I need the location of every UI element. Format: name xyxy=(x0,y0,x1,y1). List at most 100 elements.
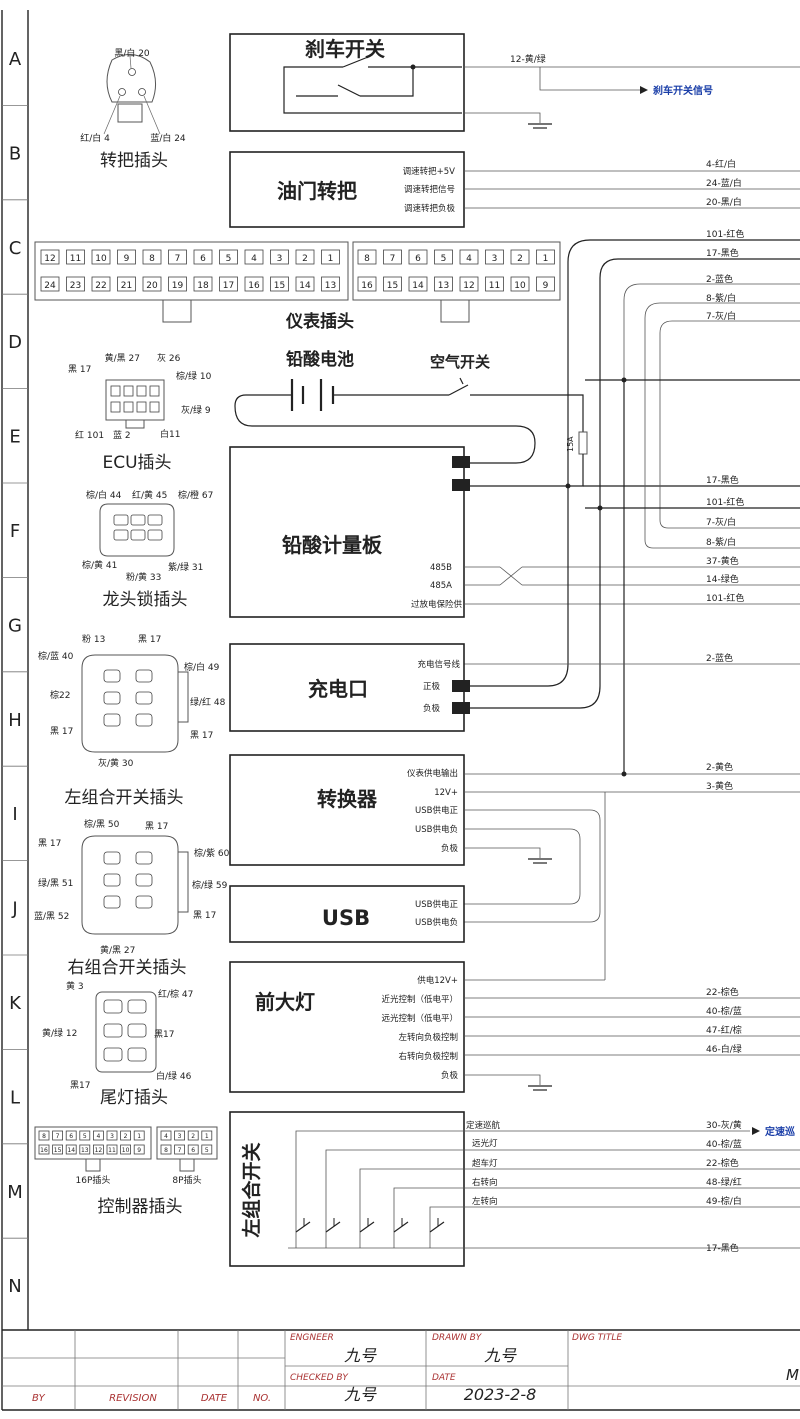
right-combo-plug: 棕/黑 50 黑 17 黑 17 棕/紫 60 绿/黑 51 棕/绿 59 蓝/… xyxy=(34,818,230,978)
ctrl-pin: 4 xyxy=(164,1133,168,1140)
plug-pin: 13 xyxy=(325,281,336,291)
meter-board-title: 铅酸计量板 xyxy=(282,533,383,557)
svg-text:棕/白 49: 棕/白 49 xyxy=(184,661,220,673)
svg-text:红/棕 47: 红/棕 47 xyxy=(158,988,193,1000)
svg-text:8P插头: 8P插头 xyxy=(172,1174,201,1186)
svg-text:红/白 4: 红/白 4 xyxy=(80,132,110,144)
svg-text:22-棕色: 22-棕色 xyxy=(706,1157,739,1169)
svg-text:24-蓝/白: 24-蓝/白 xyxy=(706,177,742,189)
svg-text:CHECKED BY: CHECKED BY xyxy=(290,1373,349,1383)
right-combo-plug-title: 右组合开关插头 xyxy=(68,958,187,978)
svg-text:黄/绿 12: 黄/绿 12 xyxy=(42,1027,77,1039)
headlight-title: 前大灯 xyxy=(255,990,315,1014)
svg-text:灰 26: 灰 26 xyxy=(157,352,181,364)
svg-text:粉 13: 粉 13 xyxy=(82,633,105,645)
svg-text:左转向: 左转向 xyxy=(472,1196,498,1207)
svg-text:17-黑色: 17-黑色 xyxy=(706,474,739,486)
svg-text:左转向负极控制: 左转向负极控制 xyxy=(398,1032,458,1043)
svg-text:棕/紫 60: 棕/紫 60 xyxy=(194,847,230,859)
svg-text:30-灰/黄: 30-灰/黄 xyxy=(706,1119,742,1131)
plug-pin: 8 xyxy=(149,254,155,264)
plug-pin: 21 xyxy=(121,281,132,291)
charge-port-box: 充电口 充电信号线 正极 负极 xyxy=(229,643,470,732)
plug-pin: 16 xyxy=(248,281,260,291)
svg-text:黑 17: 黑 17 xyxy=(193,910,216,921)
svg-text:黄/黑 27: 黄/黑 27 xyxy=(100,944,135,956)
row-label: B xyxy=(9,143,21,164)
svg-text:右转向负极控制: 右转向负极控制 xyxy=(398,1051,458,1062)
meter-board-box: 铅酸计量板 485B 485A 过放电保险供 xyxy=(229,446,800,618)
svg-text:20-黑/白: 20-黑/白 xyxy=(706,196,742,208)
svg-text:ENGNEER: ENGNEER xyxy=(290,1333,334,1343)
svg-text:仪表供电输出: 仪表供电输出 xyxy=(407,768,458,779)
ctrl-pin: 5 xyxy=(83,1133,87,1140)
plug-pin: 18 xyxy=(197,281,209,291)
ecu-plug-title: ECU插头 xyxy=(102,453,171,473)
svg-text:绿/黑 51: 绿/黑 51 xyxy=(38,877,73,889)
svg-text:DATE: DATE xyxy=(432,1373,456,1383)
svg-text:黑 17: 黑 17 xyxy=(38,838,61,849)
svg-text:8-紫/白: 8-紫/白 xyxy=(706,292,736,304)
svg-text:REVISION: REVISION xyxy=(109,1393,157,1404)
svg-text:负极: 负极 xyxy=(441,1070,459,1081)
plug-pin: 3 xyxy=(277,254,283,264)
ctrl-pin: 3 xyxy=(178,1133,182,1140)
row-label: K xyxy=(9,993,22,1014)
plug-pin: 20 xyxy=(146,281,158,291)
svg-text:蓝/黑 52: 蓝/黑 52 xyxy=(34,910,69,922)
ctrl-pin: 6 xyxy=(191,1147,195,1154)
wire-12: 12-黄/绿 xyxy=(510,53,546,65)
svg-text:九号: 九号 xyxy=(344,1385,377,1404)
svg-text:棕/黄 41: 棕/黄 41 xyxy=(82,559,117,571)
plug-pin: 11 xyxy=(70,254,81,264)
svg-text:黑 17: 黑 17 xyxy=(145,821,168,832)
meter-plug-title: 仪表插头 xyxy=(285,311,354,332)
svg-text:46-白/绿: 46-白/绿 xyxy=(706,1043,742,1055)
svg-text:M: M xyxy=(786,1366,799,1384)
row-label: G xyxy=(8,615,22,636)
svg-text:黑 17: 黑 17 xyxy=(50,726,73,737)
svg-text:调速转把+5V: 调速转把+5V xyxy=(403,166,456,177)
ctrl-pin: 5 xyxy=(205,1147,209,1154)
lock-plug-title: 龙头锁插头 xyxy=(103,590,188,610)
svg-text:右转向: 右转向 xyxy=(472,1177,498,1188)
plug-pin: 4 xyxy=(466,254,472,264)
plug-pin: 1 xyxy=(328,254,334,264)
svg-text:101-红色: 101-红色 xyxy=(706,592,744,604)
brake-signal-label: 刹车开关信号 xyxy=(653,84,713,97)
svg-text:黄 3: 黄 3 xyxy=(66,980,84,992)
svg-text:绿/红 48: 绿/红 48 xyxy=(190,696,226,708)
left-switch-box: 左组合开关 定速巡航 远光灯 超车灯 右转向 左转向 定速巡 30-灰/黄 40… xyxy=(229,1111,800,1267)
plug-pin: 5 xyxy=(441,254,447,264)
svg-text:48-绿/红: 48-绿/红 xyxy=(706,1176,742,1188)
svg-text:黄/黑 27: 黄/黑 27 xyxy=(105,352,140,364)
svg-text:白11: 白11 xyxy=(160,428,180,440)
svg-text:调速转把信号: 调速转把信号 xyxy=(404,184,455,195)
ctrl-pin: 8 xyxy=(164,1147,168,1154)
plug-pin: 12 xyxy=(463,281,474,291)
ctrl-pin: 15 xyxy=(54,1147,62,1154)
svg-text:黑17: 黑17 xyxy=(70,1080,90,1091)
ctrl-pin: 16 xyxy=(40,1147,48,1154)
svg-text:红 101: 红 101 xyxy=(75,429,104,441)
svg-text:16P插头: 16P插头 xyxy=(76,1174,111,1186)
svg-text:14-绿色: 14-绿色 xyxy=(706,573,739,585)
plug-pin: 15 xyxy=(274,281,285,291)
plug-pin: 23 xyxy=(70,281,81,291)
svg-text:调速转把负极: 调速转把负极 xyxy=(404,203,456,214)
throttle-box: 油门转把 调速转把+5V 调速转把信号 调速转把负极 4-红/白 24-蓝/白 … xyxy=(229,151,800,228)
svg-text:棕/橙 67: 棕/橙 67 xyxy=(178,489,213,501)
plug-pin: 16 xyxy=(361,281,373,291)
converter-box: 转换器 仪表供电输出 12V+ USB供电正 USB供电负 负极 2-黄色 3-… xyxy=(229,754,800,980)
left-combo-plug: 粉 13 黑 17 棕/蓝 40 棕/白 49 棕22 绿/红 48 黑 17 … xyxy=(38,633,226,808)
svg-text:负极: 负极 xyxy=(423,703,441,714)
plug-pin: 9 xyxy=(124,254,130,264)
ecu-plug: 黄/黑 27 灰 26 黑 17 棕/绿 10 灰/绿 9 红 101 蓝 2 … xyxy=(68,352,212,473)
row-label: H xyxy=(8,710,22,731)
svg-text:红/黄 45: 红/黄 45 xyxy=(132,489,167,501)
svg-text:灰/绿 9: 灰/绿 9 xyxy=(181,404,211,416)
plug-pin: 6 xyxy=(200,254,206,264)
plug-pin: 10 xyxy=(95,254,107,264)
svg-text:2-黄色: 2-黄色 xyxy=(706,761,733,773)
